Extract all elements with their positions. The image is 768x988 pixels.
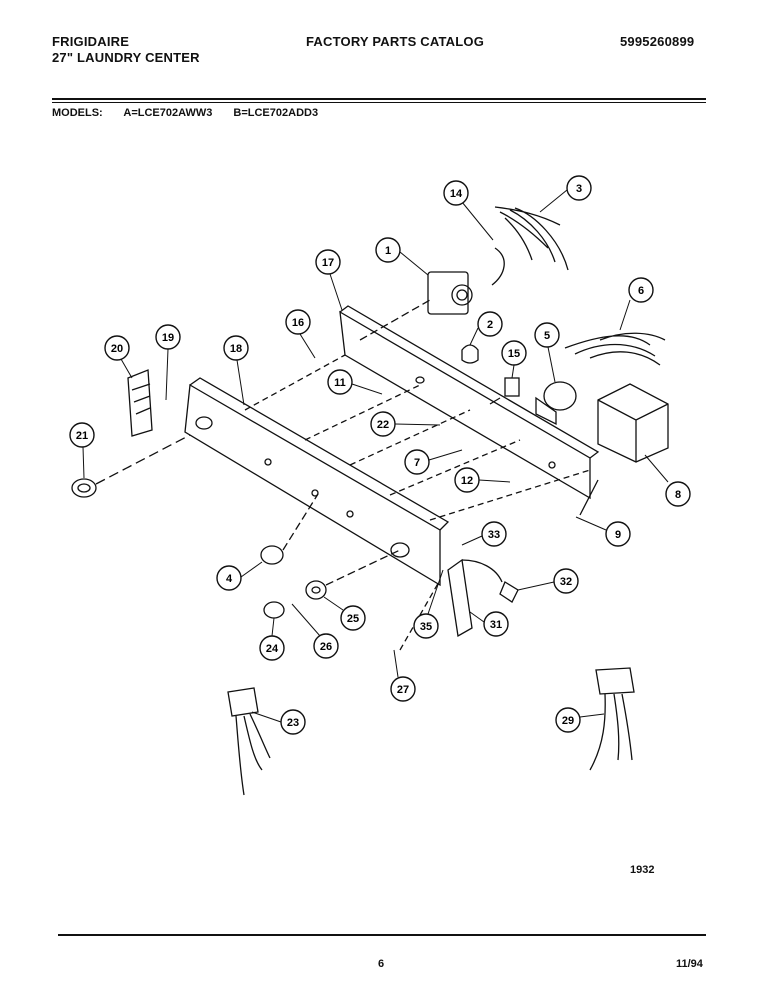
callout-label: 35 [420, 621, 432, 633]
callout-label: 22 [377, 419, 389, 431]
callout-14: 14 [443, 180, 494, 241]
callout-label: 32 [560, 576, 572, 588]
callout-2: 2 [469, 311, 503, 346]
callout-22: 22 [370, 411, 441, 437]
callout-label: 21 [76, 430, 88, 442]
callout-21: 21 [69, 422, 95, 479]
callout-3: 3 [539, 175, 592, 213]
callout-label: 18 [230, 343, 242, 355]
callout-label: 9 [615, 529, 621, 541]
callout-label: 33 [488, 529, 500, 541]
callout-6: 6 [619, 277, 654, 331]
callout-label: 20 [111, 343, 123, 355]
callout-25: 25 [323, 596, 366, 631]
callout-24: 24 [259, 617, 285, 661]
footer-rule [58, 934, 706, 936]
callout-16: 16 [285, 309, 316, 359]
callout-label: 12 [461, 475, 473, 487]
callout-label: 6 [638, 285, 644, 297]
callout-31: 31 [469, 611, 509, 637]
callout-label: 7 [414, 457, 420, 469]
callout-label: 29 [562, 715, 574, 727]
callout-label: 15 [508, 348, 520, 360]
model-b: B=LCE702ADD3 [233, 107, 319, 119]
callout-label: 11 [334, 377, 346, 389]
callout-29: 29 [555, 707, 605, 733]
callout-label: 24 [266, 643, 279, 655]
callout-32: 32 [517, 568, 579, 594]
callout-33: 33 [461, 521, 507, 547]
callout-group: 1 2 3 4 5 6 7 8 9 11 12 14 15 16 17 18 1… [69, 175, 691, 735]
callout-label: 2 [487, 319, 493, 331]
callout-label: 19 [162, 332, 174, 344]
header-rule [52, 98, 706, 100]
callout-label: 27 [397, 684, 409, 696]
console-panel-drawing [71, 206, 669, 796]
model-a: A=LCE702AWW3 [123, 107, 213, 119]
callout-23: 23 [251, 709, 306, 735]
callout-5: 5 [534, 322, 560, 383]
page-number: 6 [378, 958, 385, 970]
callout-label: 23 [287, 717, 299, 729]
models-line: MODELS: A=LCE702AWW3 B=LCE702ADD3 [52, 107, 336, 119]
callout-label: 17 [322, 257, 334, 269]
callout-15: 15 [501, 340, 527, 379]
callout-12: 12 [454, 467, 511, 493]
callout-label: 31 [490, 619, 502, 631]
callout-17: 17 [315, 249, 343, 311]
callout-18: 18 [223, 335, 249, 406]
product-subtitle: 27" LAUNDRY CENTER [52, 50, 200, 65]
callout-label: 25 [347, 613, 359, 625]
callout-27: 27 [390, 649, 416, 702]
catalog-title: FACTORY PARTS CATALOG [306, 34, 485, 49]
revision-date: 11/94 [676, 958, 703, 970]
callout-label: 3 [576, 183, 582, 195]
callout-7: 7 [404, 449, 463, 475]
figure-number: 1932 [630, 864, 655, 876]
callout-8: 8 [644, 454, 691, 507]
callout-label: 5 [544, 330, 550, 342]
callout-19: 19 [155, 324, 181, 401]
callout-1: 1 [375, 237, 429, 276]
callout-label: 4 [226, 573, 233, 585]
callout-label: 26 [320, 641, 332, 653]
callout-11: 11 [327, 369, 383, 395]
callout-20: 20 [104, 335, 133, 379]
header-rule-thin [52, 102, 706, 103]
catalog-part-number: 5995260899 [620, 34, 695, 49]
callout-26: 26 [291, 603, 339, 659]
callout-label: 8 [675, 489, 681, 501]
callout-4: 4 [216, 561, 263, 591]
callout-label: 16 [292, 317, 304, 329]
brand-name: FRIGIDAIRE [52, 34, 130, 49]
models-label: MODELS: [52, 107, 103, 119]
exploded-parts-diagram: 1 2 3 4 5 6 7 8 9 11 12 14 15 16 17 18 1… [69, 175, 691, 796]
callout-label: 14 [450, 188, 463, 200]
callout-35: 35 [413, 569, 444, 639]
callout-9: 9 [575, 516, 631, 547]
callout-label: 1 [385, 245, 391, 257]
